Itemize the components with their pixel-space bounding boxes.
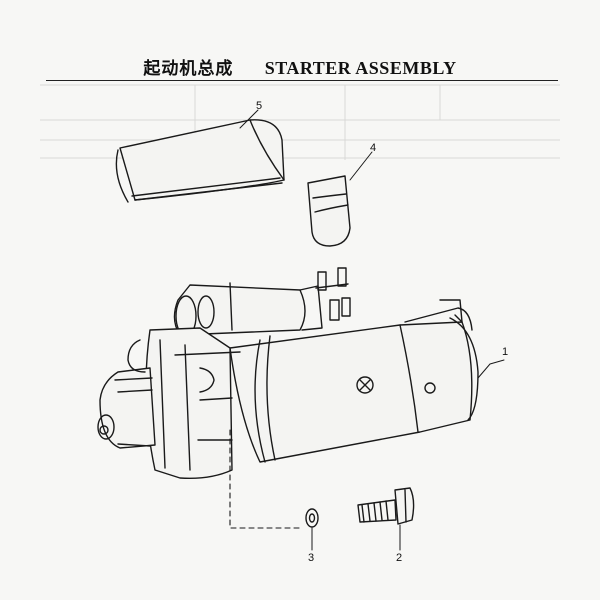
callout-2: 2	[396, 552, 403, 564]
callout-4: 4	[370, 142, 377, 154]
callout-leaders	[239, 109, 505, 551]
callout-3: 3	[308, 552, 315, 564]
part-1-starter-motor	[97, 267, 479, 480]
title-english: STARTER ASSEMBLY	[264, 58, 457, 78]
part-5-cover-sheet	[115, 119, 285, 203]
callout-1: 1	[502, 346, 509, 358]
callout-5: 5	[256, 100, 263, 112]
part-3-washer	[305, 508, 319, 528]
part-4-terminal-boot	[307, 175, 351, 247]
title-chinese: 起动机总成	[143, 59, 234, 79]
part-2-bolt	[357, 487, 415, 525]
assembly-leader-dashed	[229, 429, 303, 529]
page-title: 起动机总成 STARTER ASSEMBLY	[0, 54, 600, 79]
title-rule	[46, 80, 558, 81]
